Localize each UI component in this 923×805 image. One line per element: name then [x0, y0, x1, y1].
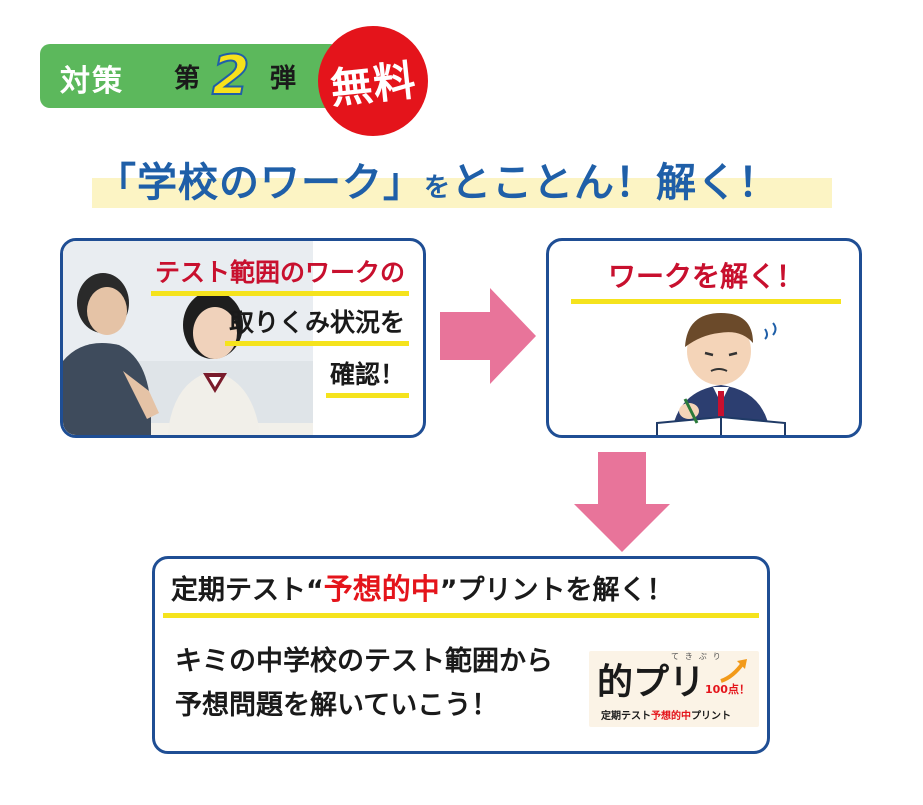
badge-dan-pre: 第: [174, 64, 201, 94]
headline-part1: 「学校のワーク」: [96, 160, 424, 206]
free-label: 無料: [327, 55, 419, 113]
badge-prefix: 対策: [60, 64, 124, 99]
step3-title-pre: 定期テスト“: [171, 575, 324, 606]
headline: 「学校のワーク」をとことん！解く！: [96, 150, 836, 210]
logo-ruby: てきぷり: [671, 652, 727, 661]
logo-sub-post: プリント: [691, 711, 731, 722]
step3-line1: キミの中学校のテスト範囲から: [175, 646, 553, 677]
logo-sub-pre: 定期テスト: [601, 711, 651, 722]
arrow-right-icon: [440, 288, 536, 384]
arrow-down-icon: [574, 452, 670, 552]
free-circle-badge: 無料: [318, 26, 428, 136]
step2-title: ワークを解く！: [571, 255, 841, 304]
step1-box: テスト範囲のワークの 取りくみ状況を 確認！: [60, 238, 426, 438]
headline-part3: とことん！解く！: [451, 160, 780, 206]
step1-line3: 確認！: [325, 355, 409, 398]
step3-line2: 予想問題を解いていこう！: [175, 690, 499, 721]
step2-box: ワークを解く！: [546, 238, 862, 438]
headline-part2: を: [424, 173, 452, 203]
step3-title-red: 予想的中: [323, 572, 440, 606]
logo-sub: 定期テスト予想的中プリント: [601, 707, 731, 722]
consultation-photo: [63, 241, 313, 435]
step1-line2: 取りくみ状況を: [224, 303, 409, 346]
badge-dan-post: 弾: [270, 64, 297, 94]
logo-main: 的プリ: [597, 661, 706, 703]
badge-number: 2: [211, 43, 251, 108]
step3-box: 定期テスト“予想的中”プリントを解く！ キミの中学校のテスト範囲から 予想問題を…: [152, 556, 770, 754]
campaign-badge: 対策 第 2 弾: [40, 43, 340, 108]
logo-points: 100点！: [705, 683, 750, 696]
headline-highlight: [92, 178, 832, 208]
step1-line1: テスト範囲のワークの: [150, 253, 409, 296]
student-studying-illustration: [656, 313, 786, 435]
step3-title: 定期テスト“予想的中”プリントを解く！: [163, 567, 759, 618]
step3-title-post: ”プリントを解く！: [439, 575, 674, 606]
upward-arrow-icon: [720, 659, 747, 683]
tekipuri-logo: 的プリ てきぷり 100点！ 定期テスト予想的中プリント: [589, 651, 759, 727]
logo-sub-red: 予想的中: [651, 711, 691, 722]
